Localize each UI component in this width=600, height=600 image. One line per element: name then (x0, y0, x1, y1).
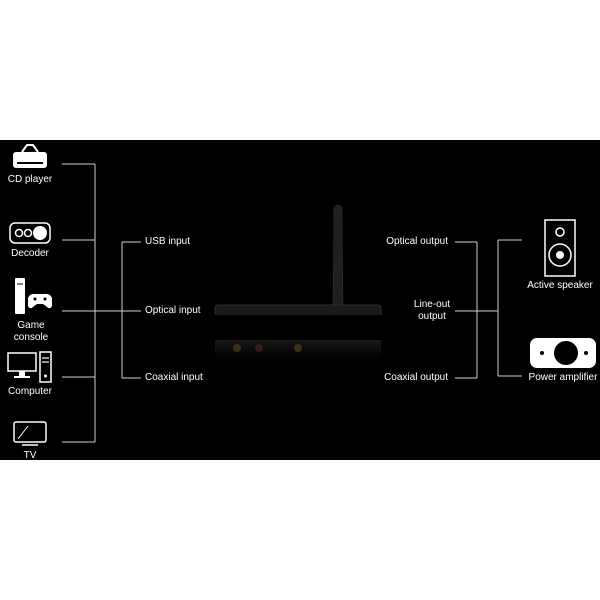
decoder-icon (9, 222, 51, 244)
connection-lines (62, 163, 522, 443)
source-label: Decoder (11, 248, 49, 259)
source-label: Computer (8, 386, 52, 397)
source-decoder: Decoder (2, 220, 58, 260)
cd-player-icon (13, 144, 47, 168)
device-body (214, 304, 382, 315)
tv-icon (13, 421, 47, 446)
antenna (332, 204, 344, 308)
source-game-console: Game console (0, 276, 62, 344)
destination-power-amplifier: Power amplifier (525, 336, 600, 384)
source-computer: Computer (2, 350, 58, 398)
source-label: Game console (13, 320, 49, 343)
usb-input-label: USB input (145, 236, 191, 247)
game-console-icon (15, 278, 52, 314)
device-reflection (215, 340, 381, 366)
power-amplifier-icon (530, 338, 596, 368)
coaxial-input-label: Coaxial input (145, 372, 203, 383)
optical-output-label: Optical output (386, 236, 448, 247)
source-label: TV (23, 450, 37, 461)
source-label: CD player (7, 174, 53, 185)
line-out-text-2: output (418, 311, 446, 322)
active-speaker-icon (544, 219, 576, 277)
destination-active-speaker: Active speaker (520, 218, 600, 292)
line-out-text-1: Line-out (413, 299, 451, 310)
line-out-output-label: Line-out output (400, 299, 464, 323)
source-cd-player: CD player (2, 142, 58, 186)
destination-label: Power amplifier (528, 372, 598, 383)
computer-icon (7, 351, 52, 383)
coaxial-output-label: Coaxial output (384, 372, 448, 383)
diagram-panel: CD player Decoder Game console (0, 140, 600, 462)
optical-input-label: Optical input (145, 305, 201, 316)
destination-label: Active speaker (527, 280, 593, 291)
source-tv: TV (2, 420, 58, 462)
bluetooth-receiver-device (214, 204, 382, 315)
